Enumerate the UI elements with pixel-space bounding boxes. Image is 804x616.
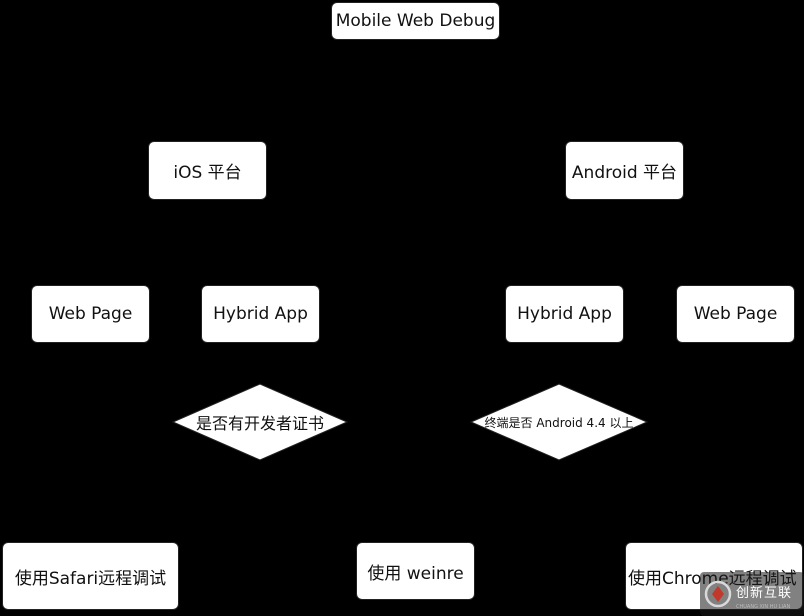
node-android-hybrid-app-label: Hybrid App (517, 304, 612, 324)
decision-android-diamond-shape (470, 383, 648, 461)
decision-ios-label: 是否有开发者证书 (195, 414, 324, 433)
decision-android-version: 终端是否 Android 4.4 以上 (470, 383, 648, 461)
node-ios-platform: iOS 平台 (148, 141, 267, 200)
node-ios-platform-label: iOS 平台 (173, 163, 242, 183)
node-use-weinre: 使用 weinre (356, 542, 475, 600)
watermark-name: 创新互联 (736, 586, 793, 601)
watermark-logo-icon: CHUANG XIN HU LIAN (700, 572, 804, 616)
node-android-platform-label: Android 平台 (571, 163, 678, 183)
node-android-hybrid-app: Hybrid App (505, 285, 624, 343)
node-ios-hybrid-app-label: Hybrid App (213, 304, 308, 324)
node-ios-web-page: Web Page (31, 285, 150, 343)
watermark-logo: CHUANG XIN HU LIAN 创新互联 (700, 572, 804, 616)
node-use-safari-remote-debug: 使用Safari远程调试 (2, 542, 179, 610)
node-ios-hybrid-app: Hybrid App (201, 285, 320, 343)
decision-ios-diamond-shape (172, 383, 348, 461)
node-mobile-web-debug-label: Mobile Web Debug (335, 11, 496, 31)
decision-ios-certificate: 是否有开发者证书 (172, 383, 348, 461)
node-mobile-web-debug: Mobile Web Debug (331, 2, 500, 40)
node-use-safari-label: 使用Safari远程调试 (14, 568, 167, 589)
node-use-weinre-label: 使用 weinre (367, 563, 464, 584)
svg-text:CHUANG XIN HU LIAN: CHUANG XIN HU LIAN (736, 604, 790, 610)
node-android-web-page: Web Page (676, 285, 795, 343)
node-android-web-page-label: Web Page (693, 304, 778, 324)
node-android-platform: Android 平台 (565, 141, 684, 200)
node-ios-web-page-label: Web Page (48, 304, 133, 324)
decision-android-label: 终端是否 Android 4.4 以上 (484, 415, 634, 430)
